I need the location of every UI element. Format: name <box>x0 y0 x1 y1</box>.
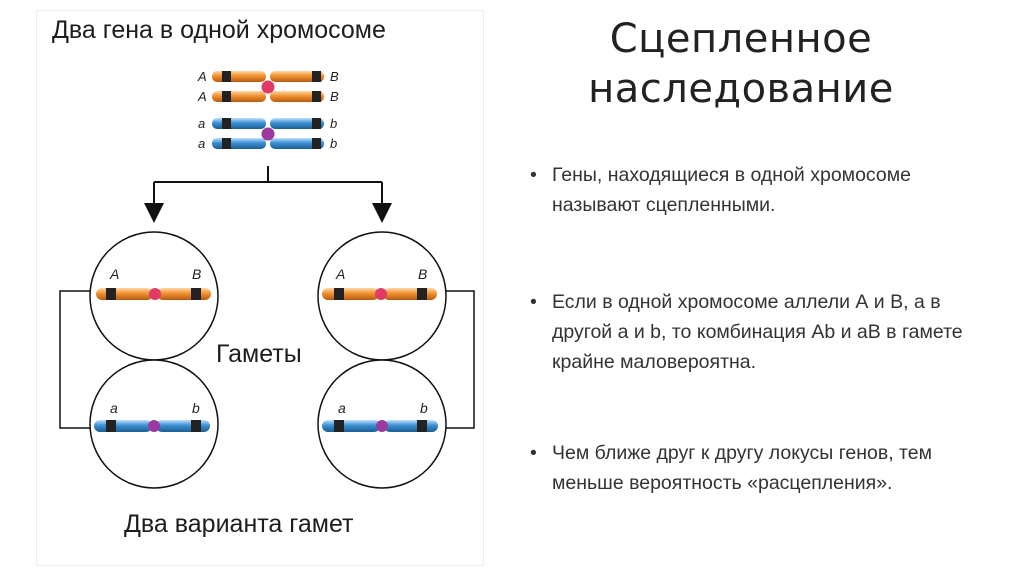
bullet-text: Чем ближе друг к другу локусы генов, тем… <box>552 442 933 494</box>
allele-label-b-1: b <box>330 116 337 131</box>
allele-label-b-2: b <box>330 136 337 151</box>
parent-chromosome-orange-1 <box>212 71 324 82</box>
bullet-marker: • <box>530 291 537 313</box>
allele-label-B-1: B <box>330 69 339 84</box>
bullet-text: Гены, находящиеся в одной хромосоме назы… <box>552 164 911 216</box>
slide-title-line-1: Сцепленное <box>609 16 873 62</box>
gamete-allele-B-right: B <box>418 266 427 282</box>
gametes-label: Гаметы <box>216 340 302 368</box>
gamete-chromosome-blue-left <box>94 420 210 432</box>
allele-label-A-2: A <box>197 89 207 104</box>
bullet-marker: • <box>530 164 537 186</box>
split-arrows <box>144 166 392 223</box>
bullet-text: Если в одной хромосоме аллели А и В, а в… <box>552 291 963 373</box>
allele-label-A-1: A <box>197 69 207 84</box>
parent-chromosome-blue-2 <box>212 138 324 149</box>
gamete-allele-a-right: a <box>338 400 346 416</box>
slide-title: Сцепленное наследование <box>576 14 906 114</box>
parent-chromosome-orange-2 <box>212 91 324 102</box>
allele-label-B-2: B <box>330 89 339 104</box>
gamete-allele-A-left: A <box>109 266 119 282</box>
figure-top-caption: Два гена в одной хромосоме <box>52 16 386 44</box>
figure-bottom-caption: Два варианта гамет <box>124 510 354 538</box>
slide-title-line-2: наследование <box>588 66 894 112</box>
gamete-allele-A-right: A <box>335 266 345 282</box>
gamete-chromosome-blue-right <box>322 420 438 432</box>
gamete-chromosome-orange-left <box>96 288 211 300</box>
bullet-marker: • <box>530 442 537 464</box>
gamete-allele-b-right: b <box>420 400 428 416</box>
gamete-allele-b-left: b <box>192 400 200 416</box>
gamete-chromosome-orange-right <box>322 288 437 300</box>
gamete-allele-a-left: a <box>110 400 118 416</box>
allele-label-a-1: a <box>198 116 205 131</box>
allele-label-a-2: a <box>198 136 205 151</box>
centromere-orange <box>261 80 275 94</box>
centromere-blue <box>261 127 275 141</box>
parent-chromosome-blue-1 <box>212 118 324 129</box>
bracket-right <box>446 290 475 429</box>
gamete-allele-B-left: B <box>192 266 201 282</box>
bracket-left <box>59 290 90 429</box>
